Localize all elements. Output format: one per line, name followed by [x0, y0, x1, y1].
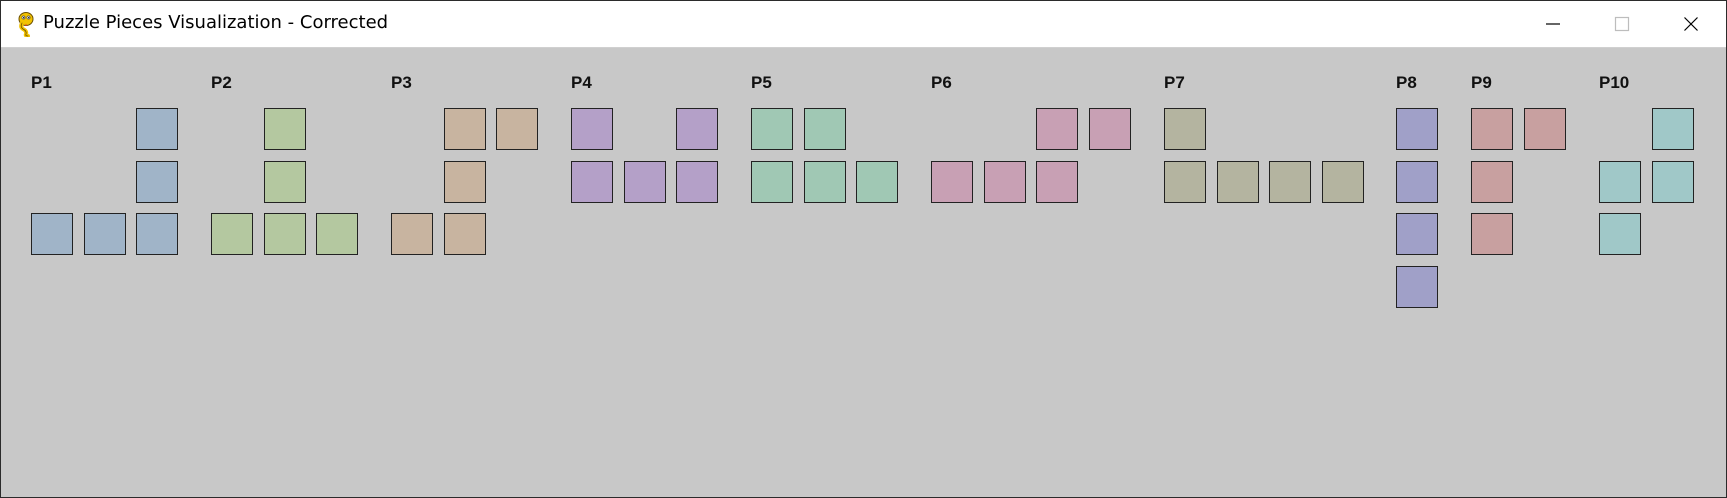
piece-p5-cell: [751, 160, 793, 203]
piece-p4-cell: [623, 160, 666, 203]
piece-p9-cell: [1471, 160, 1513, 203]
piece-p8-cell: [1396, 160, 1438, 203]
piece-label-p6: P6: [931, 73, 952, 92]
piece-p3-cell: [496, 108, 538, 150]
piece-p8-cell: [1396, 213, 1438, 255]
piece-p5-cell: [803, 108, 846, 150]
piece-p10-cell: [1599, 213, 1641, 255]
window-title: Puzzle Pieces Visualization - Corrected: [43, 12, 389, 33]
piece-p10-cell: [1651, 108, 1694, 150]
piece-p5-cell: [856, 160, 898, 203]
piece-p2-cell: [263, 213, 306, 255]
piece-label-p5: P5: [751, 73, 772, 92]
piece-p4-cell: [676, 108, 718, 150]
piece-p6-cell: [983, 160, 1026, 203]
piece-p4-cell: [571, 160, 613, 203]
piece-p3-cell: [391, 213, 433, 255]
piece-p1-cell: [136, 108, 178, 150]
piece-p6-cell: [1036, 108, 1078, 150]
piece-p7-cell: [1321, 160, 1364, 203]
minimize-icon: [1546, 23, 1560, 25]
piece-p6-cell: [931, 160, 973, 203]
piece-p7-cell: [1164, 160, 1206, 203]
piece-p5-cell: [803, 160, 846, 203]
piece-p7-cell: [1269, 160, 1311, 203]
piece-p9-cell: [1523, 108, 1566, 150]
piece-label-p9: P9: [1471, 73, 1492, 92]
piece-p1-cell: [31, 213, 73, 255]
piece-p2-cell: [211, 213, 253, 255]
piece-p8-cell: [1396, 265, 1438, 308]
maximize-icon: [1614, 16, 1630, 32]
piece-p1-cell: [83, 213, 126, 255]
piece-p10-cell: [1599, 160, 1641, 203]
piece-p6-cell: [1036, 160, 1078, 203]
piece-p8-cell: [1396, 108, 1438, 150]
title-bar[interactable]: Puzzle Pieces Visualization - Corrected: [1, 1, 1726, 48]
pieces-canvas: P1 P2 P3 P4 P5 P6 P7 P8 P9 P10: [1, 48, 1726, 497]
piece-label-p4: P4: [571, 73, 592, 92]
close-button[interactable]: [1656, 1, 1726, 47]
minimize-button[interactable]: [1518, 1, 1588, 47]
piece-p1-cell: [136, 160, 178, 203]
piece-label-p3: P3: [391, 73, 412, 92]
piece-p4-cell: [571, 108, 613, 150]
piece-label-p10: P10: [1599, 73, 1630, 92]
piece-p4-cell: [676, 160, 718, 203]
piece-p2-cell: [316, 213, 358, 255]
piece-label-p2: P2: [211, 73, 232, 92]
piece-p3-cell: [443, 160, 486, 203]
piece-label-p7: P7: [1164, 73, 1185, 92]
pygame-snake-icon: [14, 11, 38, 38]
piece-label-p1: P1: [31, 73, 52, 92]
maximize-button[interactable]: [1587, 1, 1657, 47]
piece-p9-cell: [1471, 213, 1513, 255]
piece-p1-cell: [136, 213, 178, 255]
piece-p7-cell: [1164, 108, 1206, 150]
piece-p6-cell: [1088, 108, 1131, 150]
piece-p10-cell: [1651, 160, 1694, 203]
piece-label-p8: P8: [1396, 73, 1417, 92]
piece-p2-cell: [263, 108, 306, 150]
piece-p2-cell: [263, 160, 306, 203]
piece-p9-cell: [1471, 108, 1513, 150]
close-icon: [1684, 17, 1698, 31]
piece-p7-cell: [1216, 160, 1259, 203]
piece-p3-cell: [443, 108, 486, 150]
piece-p5-cell: [751, 108, 793, 150]
piece-p3-cell: [443, 213, 486, 255]
